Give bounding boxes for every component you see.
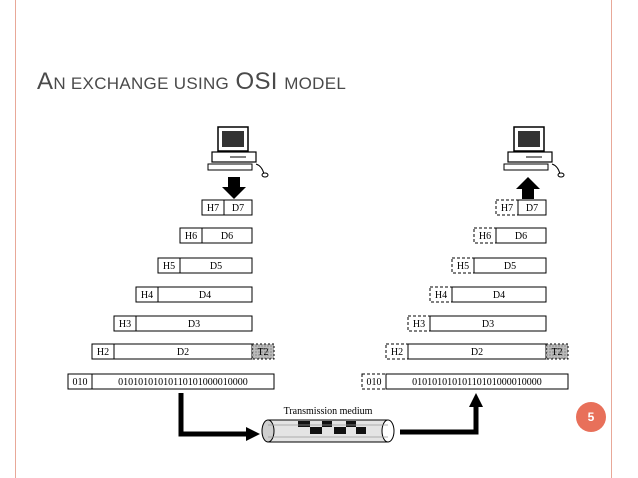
receiver-arrowhead-icon	[469, 393, 483, 407]
receiver-layer-7: H7 D7	[495, 199, 547, 216]
receiver-d6-label: D6	[515, 231, 527, 242]
receiver-layer-2: H2 D2 T2	[385, 343, 569, 360]
sender-stack: H7 D7 H6 D6 H5 D5 H4 D4 H3 D3	[67, 199, 275, 390]
receiver-up-arrow-icon	[516, 177, 540, 199]
receiver-d5-label: D5	[504, 261, 516, 272]
sender-arrowhead-icon	[246, 427, 260, 441]
receiver-bit-stream: 010 01010101010110101000010000	[361, 373, 569, 390]
page-number-badge: 5	[576, 402, 606, 432]
sender-d5-label: D5	[210, 261, 222, 272]
title-words: N EXCHANGE USING	[53, 74, 230, 93]
receiver-d3-label: D3	[482, 319, 494, 330]
receiver-h3-label: H3	[413, 319, 425, 330]
receiver-d2-label: D2	[471, 347, 483, 358]
slide-frame-left	[15, 0, 16, 478]
sender-h4-label: H4	[141, 290, 153, 301]
receiver-h5-label: H5	[457, 261, 469, 272]
sender-h3-label: H3	[119, 319, 131, 330]
slide-frame-right	[611, 0, 612, 478]
sender-bit-stream-text: 01010101010110101000010000	[118, 377, 248, 388]
receiver-layer-4: H4 D4	[429, 286, 547, 303]
sender-bit-stream: 010 01010101010110101000010000	[67, 373, 275, 390]
medium-label: Transmission medium	[284, 406, 373, 417]
sender-layer-4: H4 D4	[135, 286, 253, 303]
sender-h5-label: H5	[163, 261, 175, 272]
transmission-medium-icon: Transmission medium	[261, 406, 395, 443]
sender-h6-label: H6	[185, 231, 197, 242]
sender-computer-icon	[207, 126, 269, 178]
medium-to-receiver-arrow-icon	[400, 405, 479, 435]
receiver-layer-3: H3 D3	[407, 315, 547, 332]
receiver-h2-label: H2	[391, 347, 403, 358]
sender-d3-label: D3	[188, 319, 200, 330]
sender-d7-label: D7	[232, 203, 244, 214]
receiver-bit-stream-text: 01010101010110101000010000	[412, 377, 542, 388]
sender-layer-2: H2 D2 T2	[91, 343, 275, 360]
receiver-computer-icon	[503, 126, 565, 178]
sender-d2-label: D2	[177, 347, 189, 358]
receiver-h6-label: H6	[479, 231, 491, 242]
receiver-bit-prefix: 010	[367, 377, 382, 388]
sender-d4-label: D4	[199, 290, 211, 301]
sender-t2-label: T2	[257, 347, 268, 358]
sender-layer-6: H6 D6	[179, 227, 253, 244]
sender-h7-label: H7	[207, 203, 219, 214]
sender-layer-5: H5 D5	[157, 257, 253, 274]
receiver-stack: H7 D7 H6 D6 H5 D5 H4 D4 H3 D3	[361, 199, 569, 390]
receiver-layer-6: H6 D6	[473, 227, 547, 244]
title-initial: A	[37, 68, 54, 95]
title-last-word: MODEL	[284, 74, 347, 93]
receiver-d7-label: D7	[526, 203, 538, 214]
sender-h2-label: H2	[97, 347, 109, 358]
sender-layer-3: H3 D3	[113, 315, 253, 332]
receiver-t2-label: T2	[551, 347, 562, 358]
receiver-layer-5: H5 D5	[451, 257, 547, 274]
sender-to-medium-arrow-icon	[178, 393, 248, 437]
sender-bit-prefix: 010	[73, 377, 88, 388]
sender-down-arrow-icon	[222, 177, 246, 199]
title-acronym: OSI	[235, 68, 278, 95]
receiver-h4-label: H4	[435, 290, 447, 301]
receiver-d4-label: D4	[493, 290, 505, 301]
slide-title: AN EXCHANGE USING OSI MODEL	[37, 68, 346, 96]
sender-layer-7: H7 D7	[201, 199, 253, 216]
receiver-h7-label: H7	[501, 203, 513, 214]
sender-d6-label: D6	[221, 231, 233, 242]
